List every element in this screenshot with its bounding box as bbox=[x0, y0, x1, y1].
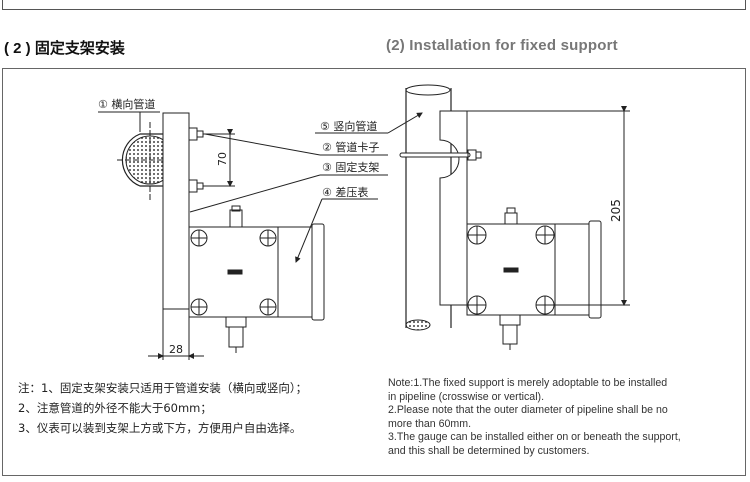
gauge-bolts bbox=[190, 229, 277, 316]
note-en-line-5: 3.The gauge can be installed either on o… bbox=[388, 431, 681, 444]
content-frame bbox=[2, 68, 746, 476]
notes-en: Note:1.The fixed support is merely adopt… bbox=[388, 377, 738, 459]
note-en-line-2: in pipeline (crosswise or vertical). bbox=[388, 390, 545, 403]
note-en-line-3: 2.Please note that the outer diameter of… bbox=[388, 404, 668, 417]
fixed-bracket-right bbox=[439, 110, 468, 306]
label-horizontal-pipe: ① 横向管道 bbox=[98, 97, 155, 111]
note-en-line-6: and this shall be determined by customer… bbox=[388, 444, 590, 457]
note-en-line-4: more than 60mm. bbox=[388, 417, 472, 430]
dim-28: 28 bbox=[169, 343, 183, 356]
previous-section-frame bbox=[2, 0, 746, 10]
dim-205: 205 bbox=[609, 199, 623, 222]
label-fixed-bracket: ③ 固定支架 bbox=[322, 160, 379, 174]
label-dp-gauge: ④ 差压表 bbox=[322, 185, 368, 199]
left-diagram bbox=[98, 111, 423, 360]
section-title-cn: ( 2 ) 固定支架安装 bbox=[4, 40, 125, 57]
note-cn-1: 注：1、固定支架安装只适用于管道安装（横向或竖向）； bbox=[18, 381, 308, 395]
fixed-bracket bbox=[162, 112, 190, 310]
dim-70: 70 bbox=[216, 152, 229, 166]
section-title-en: (2) Installation for fixed support bbox=[386, 37, 618, 54]
note-en-line-1: Note:1.The fixed support is merely adopt… bbox=[388, 377, 668, 389]
note-cn-3: 3、仪表可以装到支架上方或下方，方便用户自由选择。 bbox=[18, 421, 302, 435]
right-diagram bbox=[399, 84, 630, 350]
label-vertical-pipe: ⑤ 竖向管道 bbox=[320, 119, 377, 133]
notes-cn: 注：1、固定支架安装只适用于管道安装（横向或竖向）； 2、注意管道的外径不能大于… bbox=[18, 378, 307, 438]
label-pipe-clamp: ② 管道卡子 bbox=[322, 140, 379, 154]
note-cn-2: 2、注意管道的外径不能大于60mm； bbox=[18, 401, 212, 415]
